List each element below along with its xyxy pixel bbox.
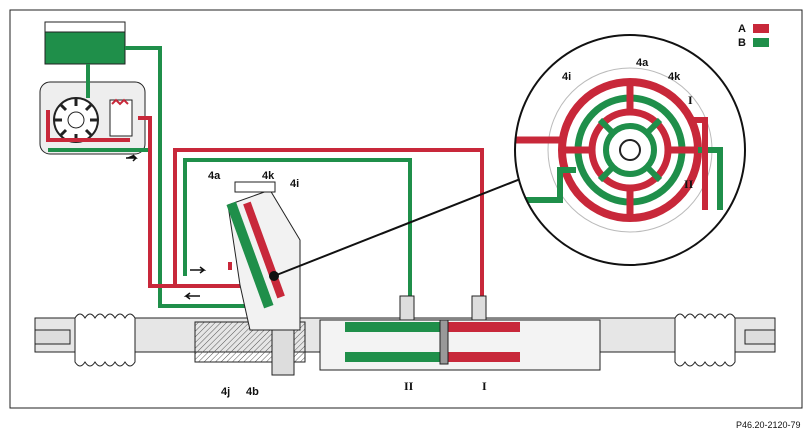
label-chamber-I: I [482,379,487,393]
reference-code: P46.20-2120-79 [736,420,801,430]
label-4k: 4k [262,170,275,182]
legend-swatch-a [753,24,769,33]
label-4a: 4a [208,170,221,182]
chamber-II [345,322,445,332]
legend-swatch-b [753,38,769,47]
detail-label-I: I [688,93,693,107]
valve-detail-outline [514,34,746,266]
chamber-I [445,352,520,362]
detail-label-4i: 4i [562,71,571,83]
valve-detail [515,35,745,265]
label-chamber-II: II [404,379,414,393]
detail-label-II: II [684,177,694,191]
label-4i: 4i [290,178,299,190]
part-labels: 4a 4k 4i 4j 4b II I 4i 4a 4k I II [208,57,694,398]
oil-reservoir [44,21,126,65]
pump-assembly [39,81,146,155]
left-bellows [74,313,136,367]
detail-label-4a: 4a [636,57,649,69]
pressure-lines [46,110,484,322]
svg-text:B: B [738,37,746,49]
right-bellows [674,313,736,367]
rotary-valve-housing [226,181,301,376]
detail-label-4k: 4k [668,71,681,83]
label-4j: 4j [221,386,230,398]
flow-arrows [126,154,207,300]
svg-text:A: A [738,23,746,35]
legend: A B [738,23,769,49]
label-4b: 4b [246,386,259,398]
return-lines [48,46,250,308]
detail-leader [273,175,529,277]
